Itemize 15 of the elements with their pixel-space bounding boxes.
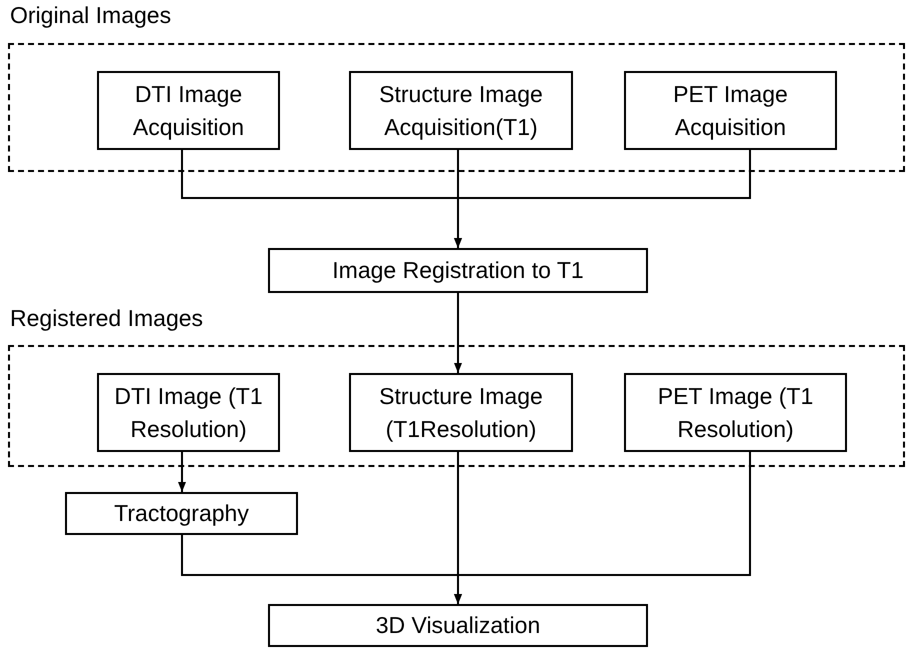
process-box: 3D Visualization	[268, 604, 648, 647]
group-heading: Registered Images	[10, 305, 204, 332]
arrow	[178, 452, 186, 492]
process-box: Tractography	[65, 492, 298, 535]
arrow	[454, 293, 462, 373]
process-box: Structure Image (T1Resolution)	[349, 373, 573, 452]
process-box: DTI Image (T1 Resolution)	[97, 373, 280, 452]
process-box: Image Registration to T1	[268, 248, 648, 293]
process-box: Structure Image Acquisition(T1)	[349, 71, 573, 150]
arrow	[454, 452, 751, 604]
process-box: DTI Image Acquisition	[97, 71, 280, 150]
group-heading: Original Images	[10, 2, 172, 29]
process-box: PET Image (T1 Resolution)	[624, 373, 847, 452]
process-box: PET Image Acquisition	[624, 71, 837, 150]
arrow	[454, 150, 751, 248]
